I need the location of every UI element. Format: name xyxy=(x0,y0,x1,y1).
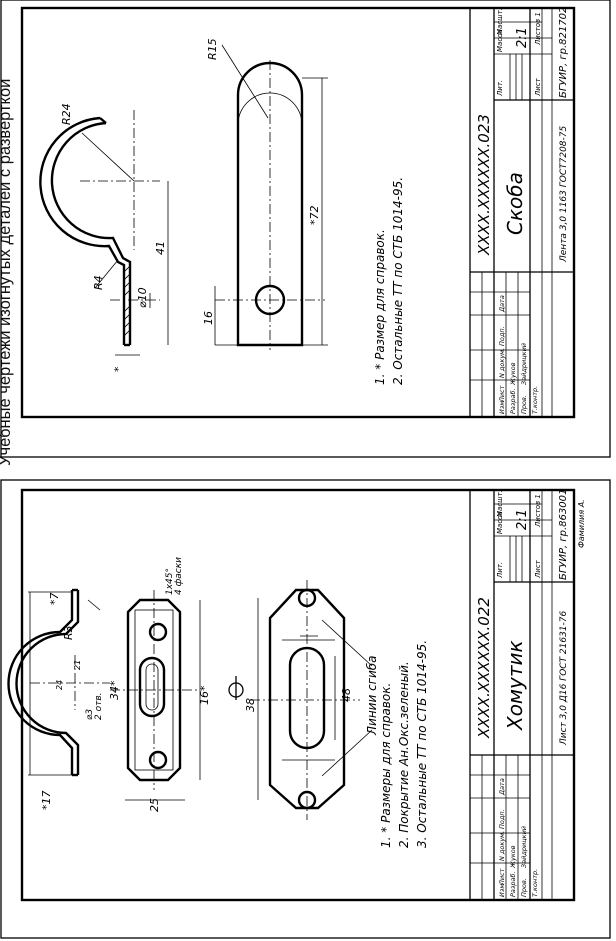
sheet-2-stamp-row-dev: Разраб. xyxy=(509,871,517,897)
dim-41: 41 xyxy=(154,241,167,255)
sheet-1-col-lit: Лит. xyxy=(496,80,504,97)
sheet-1-stamp-col-list: Лист xyxy=(498,385,506,403)
sheet-2-top-view: 34* 25 16* 1x45° 4 фаски xyxy=(108,557,211,812)
dim-chamfer-2: 4 фаски xyxy=(174,557,184,595)
dim-21: 21 xyxy=(73,660,82,670)
sheet-2-scale: 2:1 xyxy=(515,509,530,530)
sheet-2-stamp-col-list: Лист xyxy=(498,868,506,886)
dim-star: * xyxy=(112,366,125,372)
sheet-1-developer: Жуков xyxy=(509,362,517,386)
dim-holes-2: 2 отв. xyxy=(94,692,104,720)
dim-r3: R3 xyxy=(62,625,75,640)
sheet-2-stamp-row-tcontr: Т.контр. xyxy=(531,869,539,897)
sheet-2-doc-number: XXXX.XXXXXX.022 xyxy=(475,597,493,739)
dim-7: *7 xyxy=(48,593,61,606)
sheet-2-drawn-by: Фамилия А. xyxy=(577,499,586,548)
sheet-2-note-1: 1. * Размеры для справок. xyxy=(379,683,393,848)
sheet-2-inner-frame xyxy=(20,488,576,902)
sheet-1-note-2: 2. Остальные ТТ по СТБ 1014-95. xyxy=(391,177,405,385)
sheet-1-col-mass: Масса xyxy=(496,30,504,52)
sheet-2-checker: Зайдрицкий xyxy=(520,826,528,868)
sheet-1-stamp-col-izm: Изм xyxy=(498,401,506,414)
sheet-1-stamp-row-check: Пров. xyxy=(520,395,528,414)
sheet-2-flat-pattern: 38 48 Линии сгиба xyxy=(228,580,379,820)
sheet-1-titleblock xyxy=(470,8,574,417)
dim-16: 16* xyxy=(198,685,211,705)
sheet-2-sheets-label: Листов 1 xyxy=(534,494,542,528)
sheet-2-material: Лист 3,0 Д16 ГОСТ 21631-76 xyxy=(559,610,569,746)
dim-d10: ⌀10 xyxy=(136,287,149,308)
dim-17: *17 xyxy=(40,791,53,811)
sheet-1-stamp-row-dev: Разраб. xyxy=(509,388,517,414)
sheet-1-flat-pattern: R15 *72 16 xyxy=(202,38,328,350)
dim-38: 38 xyxy=(244,698,257,712)
sheet-2-col-scale: Масшт. xyxy=(496,490,504,517)
sheet-2-side-view: R3 *17 ⌀3 2 отв. 24 21 *7 xyxy=(7,588,110,811)
sheet-1-sheet-label: Лист xyxy=(534,77,542,97)
dim-16: 16 xyxy=(202,311,215,325)
sheet-1-stamp-col-date: Дата xyxy=(498,295,506,313)
sheet-2-note-3: 3. Остальные ТТ по СТБ 1014-95. xyxy=(415,640,429,848)
sheet-2: R3 *17 ⌀3 2 отв. 24 21 *7 34* 25 16* 1x4… xyxy=(0,479,611,939)
sheet-1-outer-frame xyxy=(0,0,611,458)
dim-chamfer: 1x45° xyxy=(165,568,175,595)
sheet-2-part-name: Хомутик xyxy=(503,640,527,731)
sheet-1-col-scale: Масшт. xyxy=(496,8,504,35)
sheet-1-inner-frame xyxy=(20,6,576,419)
dim-72: *72 xyxy=(308,206,321,226)
sheet-2-col-lit: Лит. xyxy=(496,562,504,579)
sheet-2-stamp-row-check: Пров. xyxy=(520,878,528,897)
dim-25: 25 xyxy=(148,798,161,812)
sheet-1-stamp-row-tcontr: Т.контр. xyxy=(531,386,539,414)
dim-r15: R15 xyxy=(206,38,219,60)
dim-holes: ⌀3 xyxy=(85,709,95,720)
dim-r4: R4 xyxy=(92,275,105,290)
sheet-2-col-mass: Масса xyxy=(496,512,504,534)
sheet-1-note-1: 1. * Размер для справок. xyxy=(373,229,387,385)
dim-34: 34* xyxy=(108,680,121,700)
sheet-2-stamp-col-doc: N докум. xyxy=(498,831,506,861)
sheet-1: R24 R4 41 ⌀10 * R15 *72 16 1. * Размер д… xyxy=(0,0,611,458)
sheet-2-stamp-col-date: Дата xyxy=(498,778,506,796)
sheet-1-checker: Зайдрицкий xyxy=(520,343,528,385)
sheet-2-developer: Жуков xyxy=(509,845,517,869)
dim-r24: R24 xyxy=(60,103,73,125)
sheet-1-side-view: R24 R4 41 ⌀10 * xyxy=(39,103,169,372)
sheet-2-sheet-label: Лист xyxy=(534,559,542,579)
sheet-2-org: БГУИР, гр.863001 xyxy=(558,489,569,580)
sheet-1-stamp-col-doc: N докум. xyxy=(498,348,506,378)
sheet-1-doc-number: XXXX.XXXXXX.023 xyxy=(475,114,493,256)
bend-lines-label: Линии сгиба xyxy=(365,655,379,736)
dim-48: 48 xyxy=(340,688,353,702)
sheet-2-titleblock xyxy=(470,490,574,900)
sheet-1-org: БГУИР, гр.821702 xyxy=(558,7,569,98)
sheet-1-stamp-col-sign: Подп. xyxy=(498,326,506,346)
sheet-1-scale: 2:1 xyxy=(515,27,530,48)
sheet-2-stamp-col-izm: Изм xyxy=(498,884,506,897)
sheet-2-note-2: 2. Покрытие Ан.Окс.зеленый. xyxy=(397,661,411,848)
sheet-2-outer-frame xyxy=(0,479,611,939)
sheet-1-sheets-label: Листов 1 xyxy=(534,12,542,46)
sheet-1-part-name: Скоба xyxy=(503,172,527,235)
sheet-2-stamp-col-sign: Подп. xyxy=(498,809,506,829)
dim-24: 24 xyxy=(55,680,64,690)
sheet-1-material: Лента 3,0 1163 ГОСТ7208-75 xyxy=(559,125,569,263)
